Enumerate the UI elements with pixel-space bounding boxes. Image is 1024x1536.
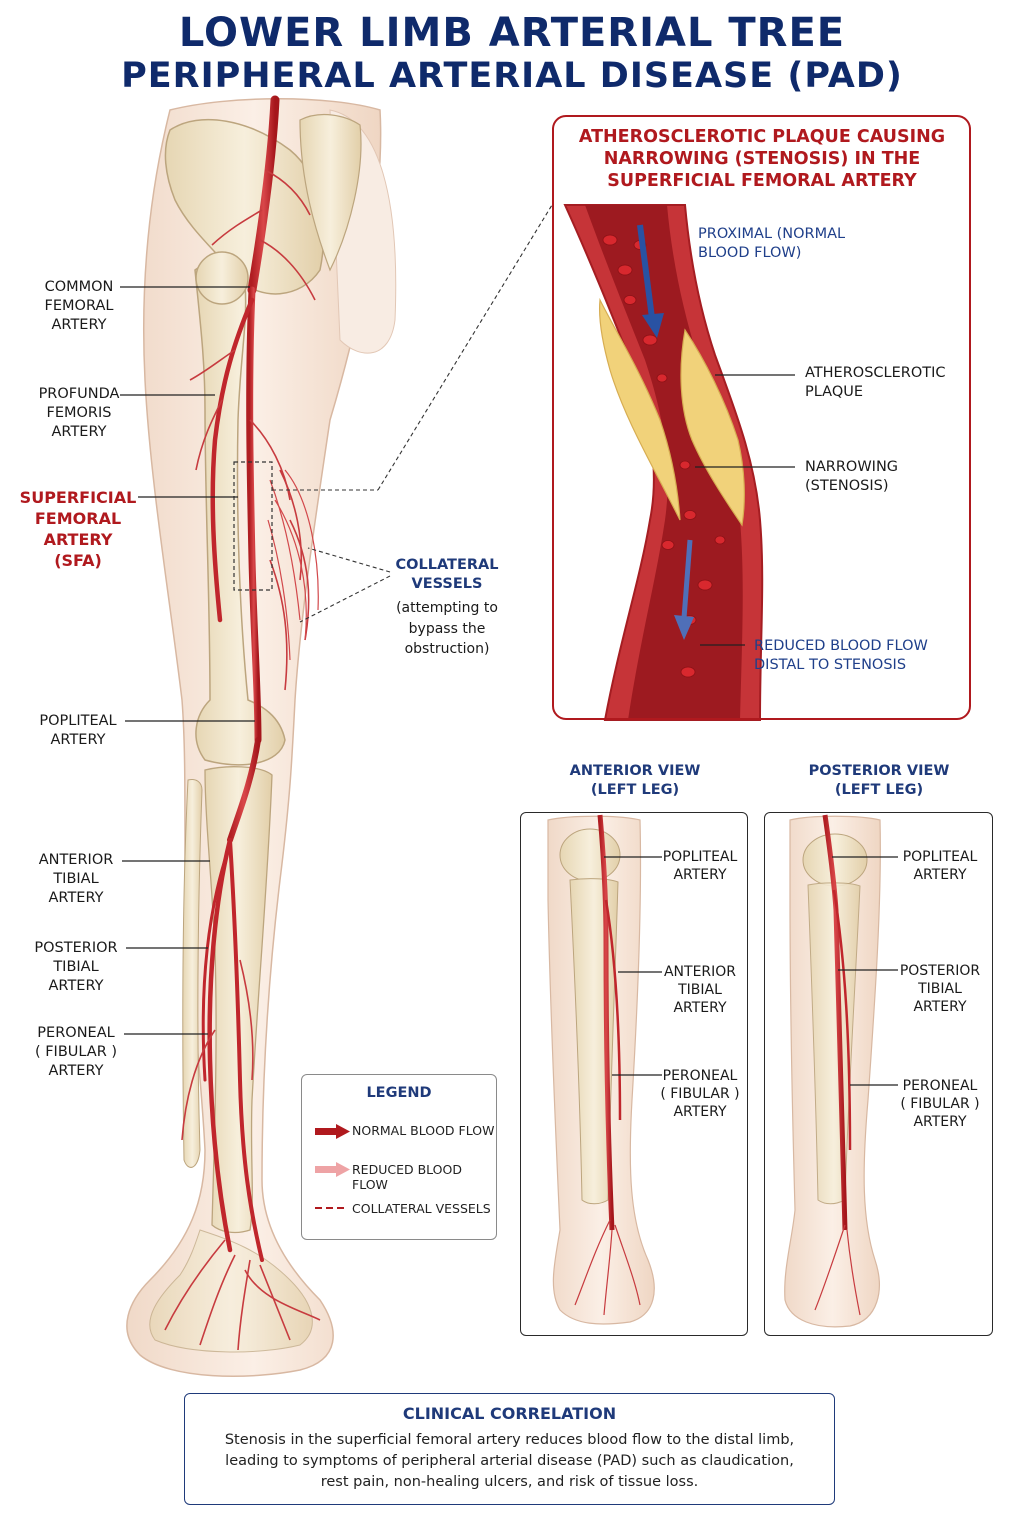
red-arrow-icon bbox=[315, 1124, 350, 1139]
stenosis-inset-panel bbox=[552, 115, 971, 720]
femur-bone bbox=[194, 260, 286, 766]
posterior-leg-drawing bbox=[784, 814, 898, 1328]
posterior-tibial-artery bbox=[228, 838, 264, 1262]
red-blood-cells bbox=[602, 234, 726, 678]
anterior-tibial-artery bbox=[207, 837, 233, 1253]
inset-lumen bbox=[585, 205, 743, 720]
label-narrowing-stenosis: NARROWING(STENOSIS) bbox=[805, 459, 899, 494]
stenosis-inset-drawing bbox=[563, 204, 795, 721]
legend-reduced-flow: REDUCED BLOOD FLOW bbox=[352, 1162, 462, 1192]
legend-box: LEGEND NORMAL BLOOD FLOW REDUCED BLOOD F… bbox=[301, 1074, 497, 1240]
common-femoral-artery bbox=[247, 95, 280, 295]
anterior-view-panel bbox=[520, 812, 748, 1336]
inset-leader-lines bbox=[695, 374, 795, 646]
legend-collateral: COLLATERAL VESSELS bbox=[352, 1201, 491, 1216]
pink-arrow-icon bbox=[315, 1162, 350, 1177]
pelvis-bone bbox=[164, 118, 325, 295]
clinical-correlation-box: CLINICAL CORRELATION Stenosis in the sup… bbox=[184, 1393, 835, 1505]
plaque-left bbox=[598, 297, 681, 521]
fibula-bone bbox=[182, 779, 203, 1168]
legend-normal-flow: NORMAL BLOOD FLOW bbox=[352, 1123, 495, 1138]
posterior-label-peroneal: PERONEAL( FIBULAR )ARTERY bbox=[900, 1078, 980, 1130]
sacrum-bone bbox=[299, 114, 362, 272]
page-title: LOWER LIMB ARTERIAL TREE bbox=[178, 10, 846, 56]
clinical-text: Stenosis in the superficial femoral arte… bbox=[224, 1432, 795, 1490]
posterior-view-panel bbox=[764, 812, 993, 1336]
anterior-view-heading: ANTERIOR VIEW(LEFT LEG) bbox=[569, 763, 701, 798]
page-subtitle: PERIPHERAL ARTERIAL DISEASE (PAD) bbox=[121, 56, 903, 96]
dashed-line-icon bbox=[315, 1207, 348, 1209]
blue-flow-arrow-icon bbox=[637, 224, 694, 640]
plaque-right bbox=[680, 328, 745, 527]
legend-title: LEGEND bbox=[366, 1085, 432, 1101]
posterior-view-heading: POSTERIOR VIEW(LEFT LEG) bbox=[808, 763, 950, 798]
clinical-title: CLINICAL CORRELATION bbox=[402, 1404, 617, 1423]
collateral-vessels-drawing bbox=[267, 469, 319, 661]
anterior-label-peroneal: PERONEAL( FIBULAR )ARTERY bbox=[660, 1068, 740, 1120]
stenosis-region-box bbox=[233, 461, 273, 591]
collateral-pointer-lines bbox=[272, 204, 553, 623]
popliteal-artery bbox=[227, 737, 261, 843]
profunda-artery bbox=[210, 297, 255, 623]
foot-bones bbox=[149, 1229, 313, 1353]
femoral-head bbox=[195, 251, 249, 305]
anterior-leg-drawing bbox=[547, 814, 662, 1325]
label-peroneal-artery: PERONEAL( FIBULAR )ARTERY bbox=[34, 1025, 118, 1079]
main-leg bbox=[126, 95, 397, 1377]
superficial-femoral-artery bbox=[246, 286, 262, 744]
main-leader-lines bbox=[120, 286, 255, 1035]
